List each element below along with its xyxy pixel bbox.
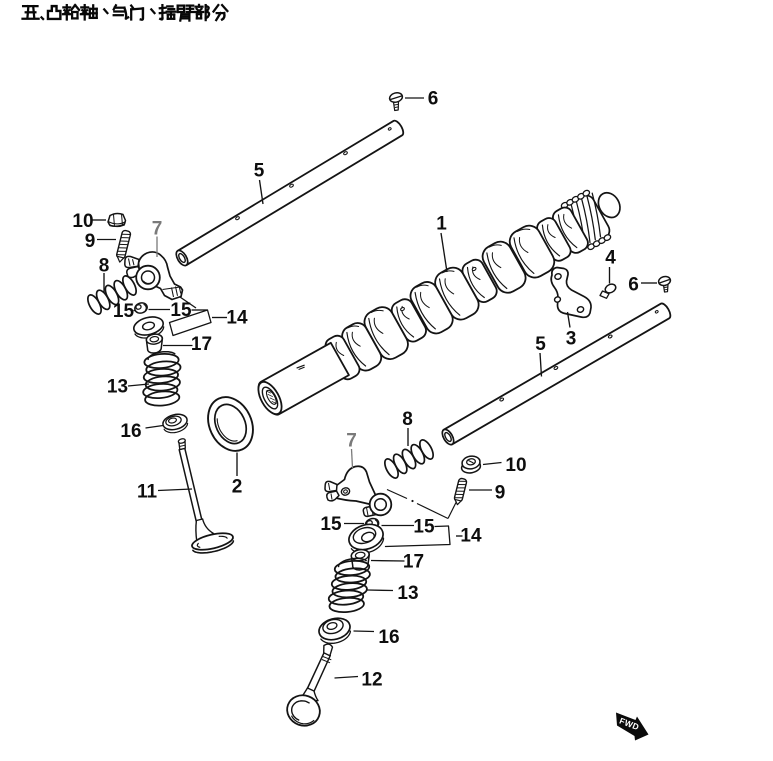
svg-text:17: 17	[191, 334, 212, 355]
svg-text:13: 13	[397, 583, 418, 604]
svg-text:3: 3	[566, 329, 577, 350]
svg-text:9: 9	[85, 231, 96, 252]
svg-text:14: 14	[226, 308, 248, 329]
svg-text:15: 15	[320, 514, 342, 535]
svg-text:11: 11	[137, 482, 158, 503]
svg-text:2: 2	[232, 477, 243, 498]
svg-text:10: 10	[505, 455, 526, 476]
svg-text:8: 8	[99, 256, 110, 277]
svg-text:10: 10	[72, 211, 93, 232]
svg-text:15: 15	[413, 517, 435, 538]
svg-text:7: 7	[346, 431, 357, 452]
svg-text:7: 7	[152, 219, 163, 240]
svg-text:6: 6	[628, 275, 639, 296]
svg-text:1: 1	[436, 214, 447, 235]
svg-text:4: 4	[605, 248, 616, 269]
svg-text:5: 5	[254, 161, 265, 182]
svg-text:16: 16	[378, 627, 399, 648]
svg-text:13: 13	[107, 377, 128, 398]
svg-text:5: 5	[535, 334, 546, 355]
svg-text:14: 14	[460, 526, 482, 547]
svg-text:6: 6	[428, 89, 439, 110]
svg-text:9: 9	[495, 483, 506, 504]
svg-text:15: 15	[113, 301, 135, 322]
svg-text:16: 16	[120, 421, 141, 442]
svg-text:12: 12	[361, 670, 382, 691]
svg-text:8: 8	[402, 409, 413, 430]
svg-text:15: 15	[170, 300, 192, 321]
svg-text:17: 17	[403, 552, 424, 573]
